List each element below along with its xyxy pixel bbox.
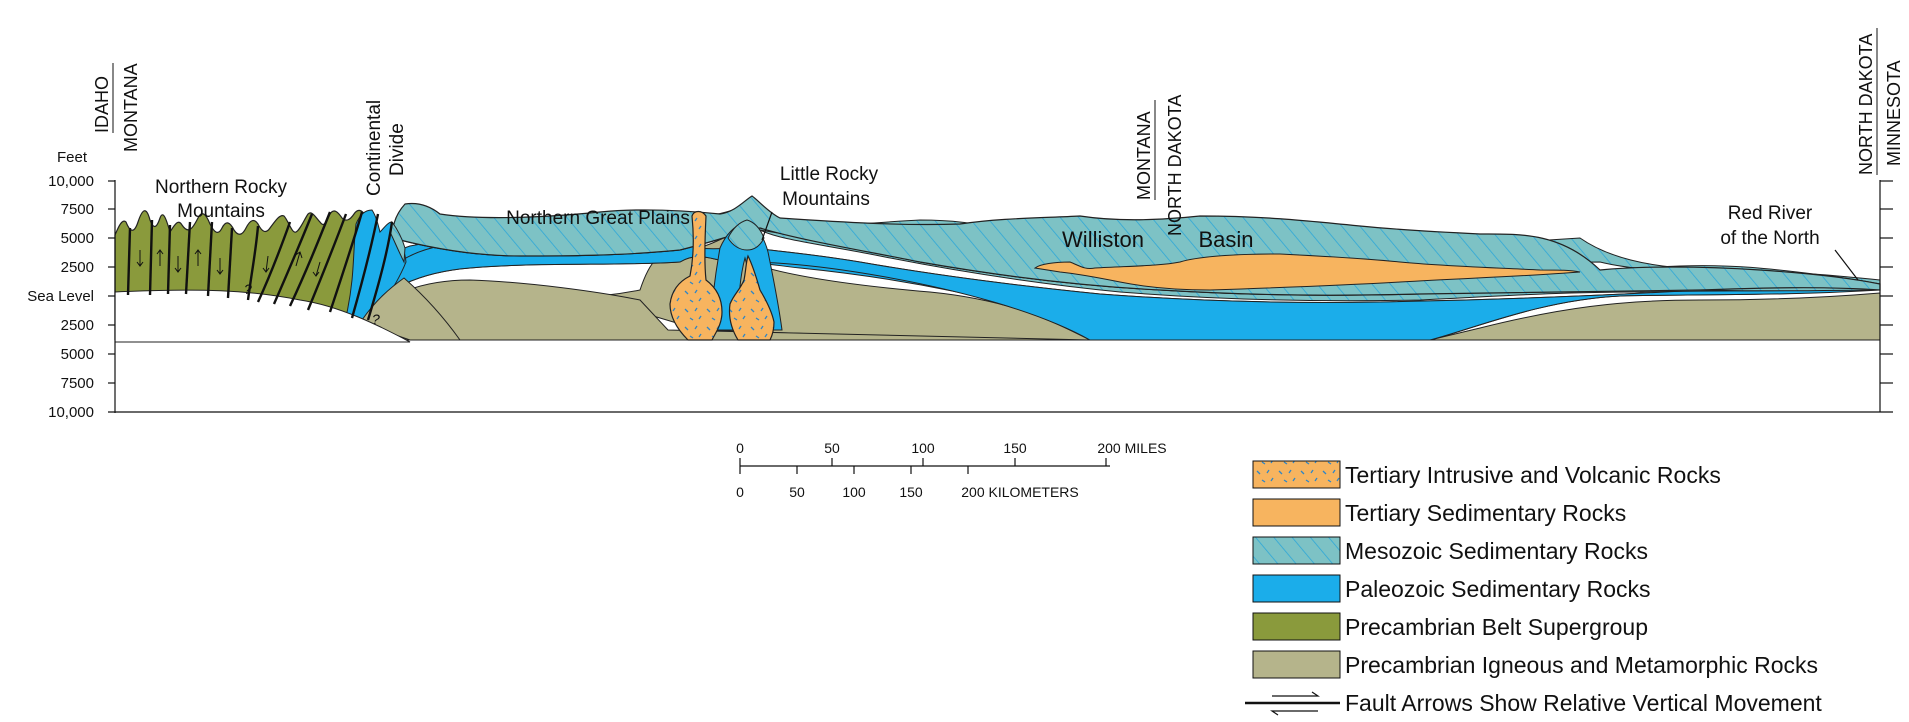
legend-swatch: [1252, 498, 1341, 527]
state-north-dakota-2: NORTH DAKOTA: [1856, 34, 1876, 175]
right-axis: [1879, 180, 1893, 412]
unknown-basement: [114, 289, 411, 343]
legend-item-tertiary-sedimentary: Tertiary Sedimentary Rocks: [1252, 498, 1626, 527]
legend-item-tertiary-intrusive: Tertiary Intrusive and Volcanic Rocks: [1252, 460, 1721, 489]
legend-label: Mesozoic Sedimentary Rocks: [1345, 538, 1648, 564]
label-continental-divide-1: Continental: [364, 100, 385, 196]
state-montana: MONTANA: [121, 63, 141, 152]
red-river-leader: [1834, 249, 1859, 281]
state-minnesota: MINNESOTA: [1884, 60, 1904, 166]
legend-label: Tertiary Sedimentary Rocks: [1345, 500, 1626, 526]
legend-item-igneous: Precambrian Igneous and Metamorphic Rock…: [1252, 650, 1818, 679]
tick-label: 7500: [61, 201, 94, 218]
label-basin: Basin: [1198, 227, 1253, 252]
state-label-montana-nd: MONTANA NORTH DAKOTA: [1134, 95, 1185, 236]
scale-mile-label: 0: [736, 440, 744, 456]
legend-swatch: [1252, 574, 1341, 603]
label-williston: Williston: [1062, 227, 1144, 252]
state-label-nd-mn: NORTH DAKOTA MINNESOTA: [1856, 28, 1904, 175]
scale-bar: 0 50 100 150 200 MILES 0 50 100 150 200 …: [736, 440, 1167, 500]
little-rocky-leader: [761, 211, 773, 241]
legend-item-belt: Precambrian Belt Supergroup: [1252, 612, 1648, 641]
legend-swatch: [1252, 460, 1341, 489]
scale-mile-label: 150: [1003, 440, 1027, 456]
label-northern-rocky-2: Mountains: [177, 201, 265, 222]
label-red-river-2: of the North: [1720, 228, 1819, 249]
little-rocky-mesozoic-cap: [727, 219, 765, 251]
cross-section: ? ?: [114, 195, 1881, 343]
state-label-idaho-montana: IDAHO MONTANA: [92, 63, 141, 152]
legend-swatch: [1252, 650, 1341, 679]
tick-label: Sea Level: [27, 288, 94, 305]
tertiary-sedimentary-layer: [1033, 253, 1581, 291]
scale-mile-label: 200 MILES: [1097, 440, 1166, 456]
scale-km-label: 100: [842, 484, 866, 500]
legend-label: Precambrian Belt Supergroup: [1345, 614, 1648, 640]
legend-label: Tertiary Intrusive and Volcanic Rocks: [1345, 462, 1721, 488]
fault-arrows: [136, 249, 321, 277]
tick-label: 7500: [61, 375, 94, 392]
axis-title: Feet: [57, 149, 88, 166]
label-continental-divide-2: Divide: [387, 123, 408, 176]
tick-label: 2500: [61, 317, 94, 334]
legend-item-fault: Fault Arrows Show Relative Vertical Move…: [1245, 690, 1822, 716]
legend-item-paleozoic: Paleozoic Sedimentary Rocks: [1252, 574, 1651, 603]
label-red-river-1: Red River: [1728, 203, 1813, 224]
legend-label: Paleozoic Sedimentary Rocks: [1345, 576, 1651, 602]
scale-mile-label: 100: [911, 440, 935, 456]
label-little-rocky-2: Mountains: [782, 189, 870, 210]
tick-label: 5000: [61, 346, 94, 363]
question-mark-1: ?: [244, 281, 252, 297]
question-mark-2: ?: [372, 311, 380, 327]
scale-km-label: 200 KILOMETERS: [961, 484, 1079, 500]
legend-swatch: [1252, 612, 1341, 641]
tertiary-intrusive-1: [669, 210, 723, 341]
label-northern-great-plains: Northern Great Plains: [506, 208, 690, 229]
state-idaho: IDAHO: [92, 76, 112, 133]
divide-mesozoic: [389, 220, 406, 264]
legend-item-mesozoic: Mesozoic Sedimentary Rocks: [1252, 536, 1648, 565]
tick-label: 2500: [61, 259, 94, 276]
legend-label: Fault Arrows Show Relative Vertical Move…: [1345, 690, 1822, 716]
fault-lines: [126, 211, 394, 321]
scale-km-label: 50: [789, 484, 805, 500]
legend-swatch: [1252, 536, 1341, 565]
tertiary-intrusive-2: [728, 254, 775, 341]
tick-label: 5000: [61, 230, 94, 247]
tick-label: 10,000: [48, 173, 94, 190]
scale-km-label: 150: [899, 484, 923, 500]
label-northern-rocky-1: Northern Rocky: [155, 177, 287, 198]
left-axis: Feet 10,000 7500 5000 2500 Sea Level 250…: [27, 149, 1893, 421]
legend-label: Precambrian Igneous and Metamorphic Rock…: [1345, 652, 1818, 678]
state-north-dakota: NORTH DAKOTA: [1165, 95, 1185, 236]
tick-label: 10,000: [48, 404, 94, 421]
label-little-rocky-1: Little Rocky: [780, 164, 879, 185]
scale-mile-label: 50: [824, 440, 840, 456]
fault-arrow-icon: [1245, 691, 1340, 716]
scale-km-label: 0: [736, 484, 744, 500]
legend: Tertiary Intrusive and Volcanic Rocks Te…: [1245, 460, 1822, 716]
state-montana-2: MONTANA: [1134, 111, 1154, 200]
